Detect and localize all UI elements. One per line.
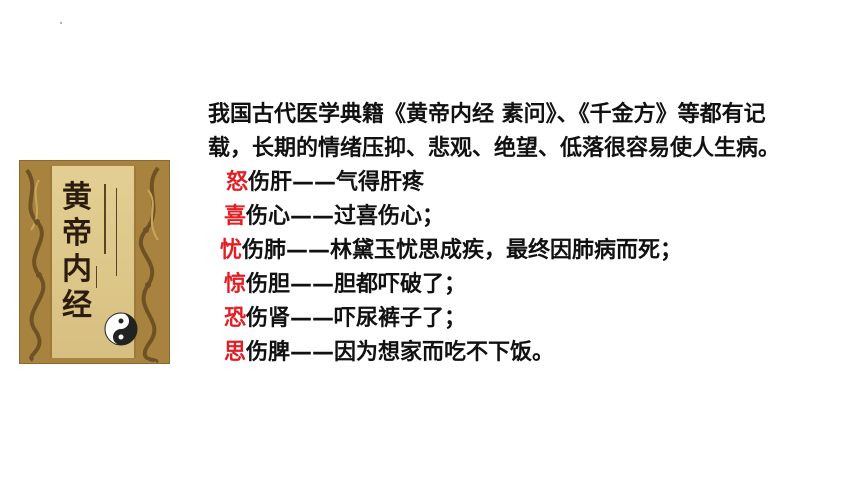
book-title: 黄 帝 内 经 bbox=[60, 180, 94, 324]
book-cover-image: 黄 帝 内 经 bbox=[19, 160, 170, 364]
emotion-item: 怒伤肝——气得肝疼 bbox=[208, 166, 828, 200]
emotion-item: 思伤脾——因为想家而吃不下饭。 bbox=[208, 336, 828, 370]
emotion-item: 恐伤肾——吓尿裤子了； bbox=[208, 302, 828, 336]
emotion-keyword: 恐 bbox=[224, 306, 247, 331]
emotion-keyword: 怒 bbox=[226, 170, 249, 195]
text-block: 我国古代医学典籍《黄帝内经 素问》、《千金方》等都有记载，长期的情绪压抑、悲观、… bbox=[208, 98, 828, 370]
book-title-panel: 黄 帝 内 经 bbox=[50, 166, 138, 358]
book-title-char: 经 bbox=[62, 288, 92, 323]
book-title-char: 内 bbox=[62, 252, 92, 287]
emotion-keyword: 忧 bbox=[220, 238, 243, 263]
emotion-description: 伤肺——林黛玉忧思成疾，最终因肺病而死； bbox=[242, 238, 683, 263]
emotion-keyword: 惊 bbox=[224, 272, 247, 297]
emotion-description: 伤胆——胆都吓破了； bbox=[246, 272, 467, 297]
emotion-keyword: 思 bbox=[224, 340, 247, 365]
book-author-column bbox=[96, 266, 97, 288]
emotion-keyword: 喜 bbox=[224, 204, 247, 229]
book-subtitle-column bbox=[116, 188, 117, 276]
dragon-pattern-left bbox=[25, 168, 46, 362]
yin-yang-icon bbox=[104, 312, 138, 346]
emotion-item: 忧伤肺——林黛玉忧思成疾，最终因肺病而死； bbox=[208, 234, 828, 268]
emotion-item: 喜伤心——过喜伤心； bbox=[208, 200, 828, 234]
book-title-char: 黄 bbox=[62, 180, 92, 215]
dragon-pattern-right bbox=[138, 166, 160, 364]
emotion-description: 伤肾——吓尿裤子了； bbox=[246, 306, 467, 331]
emotion-description: 伤心——过喜伤心； bbox=[246, 204, 445, 229]
book-subtitle-column bbox=[104, 184, 106, 254]
book-title-char: 帝 bbox=[62, 216, 92, 251]
emotion-description: 伤肝——气得肝疼 bbox=[248, 170, 425, 195]
intro-paragraph: 我国古代医学典籍《黄帝内经 素问》、《千金方》等都有记载，长期的情绪压抑、悲观、… bbox=[208, 102, 781, 161]
decorative-dot bbox=[60, 22, 62, 24]
emotion-item: 惊伤胆——胆都吓破了； bbox=[208, 268, 828, 302]
emotion-description: 伤脾——因为想家而吃不下饭。 bbox=[246, 340, 555, 365]
